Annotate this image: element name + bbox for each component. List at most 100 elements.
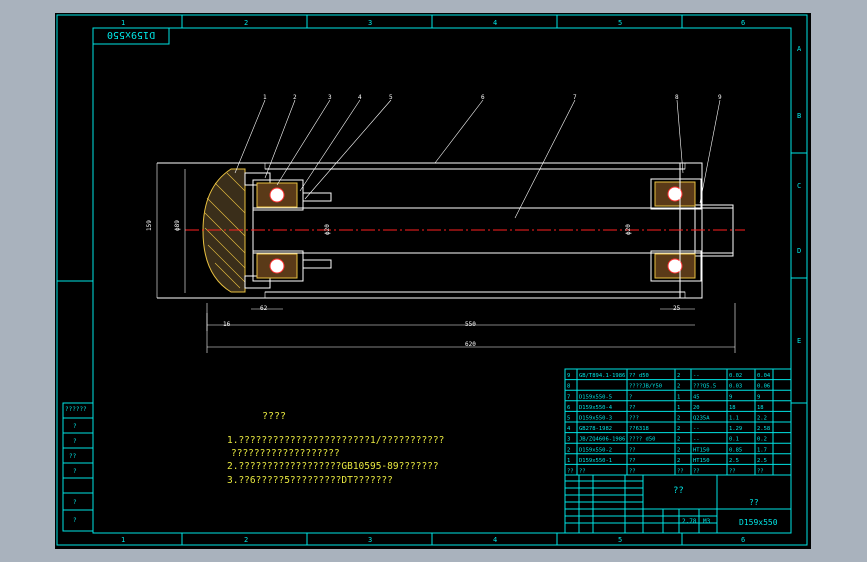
zone-letter: 3	[368, 536, 372, 544]
zone-letter: B	[797, 112, 801, 120]
title-block-drawing-no: D159x550	[739, 518, 778, 527]
bom-header-cell: ??	[757, 469, 764, 475]
bom-cell: D159x550-1	[579, 458, 612, 464]
bom-cell: 7	[567, 394, 570, 400]
zone-letter: 3	[368, 19, 372, 27]
balloon: 3	[328, 94, 332, 101]
zone-bottom: 1 2 3 4 5 6	[121, 533, 745, 545]
bom-cell: HT150	[693, 458, 710, 464]
bom-header-cell: ??	[579, 469, 586, 475]
zone-letter: 2	[244, 536, 248, 544]
left-side-table: ?????? ? ? ?? ? ? ?	[62, 402, 94, 532]
bom-cell: 2	[677, 373, 680, 379]
bom-header-cell: ??	[729, 469, 736, 475]
zone-top: 1 2 3 4 5 6	[121, 15, 745, 28]
drawing-sheet[interactable]: 1 2 3 4 5 6 1 2 3 4 5 6 A B C D E D159x5…	[55, 13, 811, 549]
bom-cell: 18	[757, 405, 764, 411]
leaders	[234, 99, 721, 219]
bom-cell: 0.02	[729, 373, 742, 379]
bom-cell: --	[693, 426, 700, 432]
bom-cell: --	[693, 437, 700, 443]
bom-header-cell: ??	[567, 469, 574, 475]
drawing-code-box	[92, 27, 170, 45]
bom-cell: ???	[629, 416, 639, 422]
dim-left-offset: 16	[223, 321, 231, 328]
dim-bearing-width: 62	[260, 305, 268, 312]
bom-cell: ???? d50	[629, 437, 656, 443]
bom-header-cell: ??	[677, 469, 684, 475]
bom-cell: 1.7	[757, 447, 767, 453]
svg-text:?: ?	[73, 517, 77, 524]
bom-cell: 9	[729, 394, 732, 400]
balloon: 4	[358, 94, 362, 101]
zone-letter: E	[797, 337, 801, 345]
title-block: ?? ?? D159x550 2.78 M3	[564, 474, 792, 534]
dim-right-end: 25	[673, 305, 681, 312]
bom-cell: 1.1	[729, 416, 739, 422]
bom-cell: ??6318	[629, 426, 649, 432]
balloon: 1	[263, 94, 267, 101]
bom-cell: 2	[677, 458, 680, 464]
zone-letter: 4	[493, 19, 497, 27]
bom-cell: 2	[677, 416, 680, 422]
note-line-1: 1.???????????????????????1/???????????	[227, 435, 444, 446]
bom-cell: 0.85	[729, 447, 742, 453]
bom-cell: 2.5	[757, 458, 767, 464]
bom-cell: D159x550-3	[579, 416, 612, 422]
bom-cell: 20	[693, 405, 700, 411]
bom-cell: 6	[567, 405, 570, 411]
zone-letter: 1	[121, 536, 125, 544]
bom-cell: ??	[629, 458, 636, 464]
bom-header-cell: ??	[693, 469, 700, 475]
svg-text:?: ?	[73, 438, 77, 445]
bom-cell: Q235A	[693, 416, 710, 422]
svg-text:?: ?	[73, 499, 77, 506]
bom-cell: ?	[629, 394, 632, 400]
balloon: 5	[389, 94, 393, 101]
bom-cell: 1	[677, 394, 680, 400]
bom-cell: ???Q5.5	[693, 384, 716, 390]
svg-text:?: ?	[73, 468, 77, 475]
bom-cell: 2	[567, 447, 570, 453]
zone-letter: 2	[244, 19, 248, 27]
notes-title: ????	[262, 411, 286, 422]
technical-notes: ???? 1.???????????????????????1/????????…	[227, 411, 444, 486]
note-line-2: 2.??????????????????GB10595-89???????	[227, 461, 439, 472]
bom-cell: 9	[567, 373, 570, 379]
bom-cell: ?? d50	[629, 373, 649, 379]
note-line-3: 3.??6?????5?????????DT???????	[227, 475, 393, 486]
bom-cell: D159x550-2	[579, 447, 612, 453]
dim-shaft-right: ϕ20	[625, 224, 632, 235]
bom-header-cell: ??	[629, 469, 636, 475]
balloon: 8	[675, 94, 679, 101]
bom-cell: 9	[757, 394, 760, 400]
title-block-company: ??	[749, 498, 759, 507]
zone-right: A B C D E	[791, 45, 807, 404]
bom-cell: JB/ZQ4606-1986	[579, 437, 625, 443]
balloon: 2	[293, 94, 297, 101]
bom-cell: 1	[567, 458, 570, 464]
dim-inner-height: ϕ89	[174, 220, 181, 231]
svg-text:??: ??	[69, 453, 77, 460]
bom-cell: GB/T894.1-1986	[579, 373, 625, 379]
zone-letter: 4	[493, 536, 497, 544]
bom-cell: 0.1	[729, 437, 739, 443]
bom-cell: 2.2	[757, 416, 767, 422]
dimension-lines	[156, 163, 736, 353]
bom-cell: 8	[567, 384, 570, 390]
bom-cell: D159x550-5	[579, 394, 612, 400]
dim-overall-height: 159	[146, 220, 153, 231]
zone-letter: 5	[618, 536, 622, 544]
bom-cell: ??	[629, 447, 636, 453]
bom-cell: 3	[567, 437, 570, 443]
bom-cell: 45	[693, 394, 700, 400]
zone-letter: 6	[741, 536, 745, 544]
bom-cell: GB278-1982	[579, 426, 612, 432]
dim-mid-length: 550	[465, 321, 476, 328]
bom-cell: 4	[567, 426, 571, 432]
zone-letter: D	[797, 247, 801, 255]
bom-cell: 2	[677, 437, 680, 443]
title-block-sheet: M3	[703, 518, 711, 525]
